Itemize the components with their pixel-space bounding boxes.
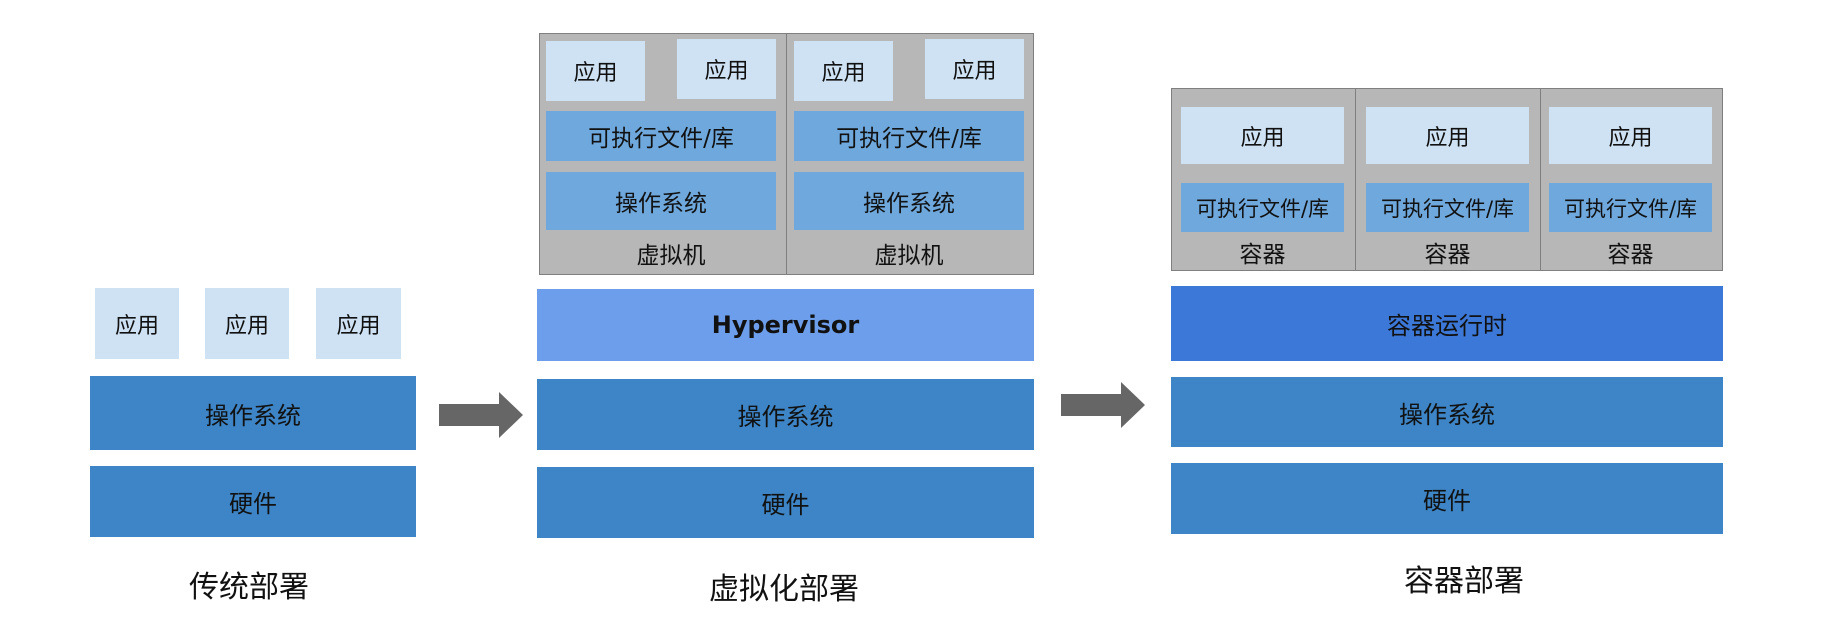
hardware-layer: 硬件 — [1171, 463, 1723, 534]
arrow-shape — [439, 392, 523, 438]
container-divider — [1355, 88, 1356, 271]
vm-divider — [786, 33, 787, 275]
app-box: 应用 — [794, 41, 893, 101]
os-layer: 操作系统 — [537, 379, 1034, 450]
vm-label: 虚拟机 — [636, 243, 706, 269]
traditional-title: 传统部署 — [189, 570, 309, 605]
hypervisor-layer: Hypervisor — [537, 289, 1034, 361]
binaries-libraries: 可执行文件/库 — [1366, 183, 1529, 232]
container-runtime-layer: 容器运行时 — [1171, 286, 1723, 361]
binaries-libraries: 可执行文件/库 — [1549, 183, 1712, 232]
binaries-libraries: 可执行文件/库 — [546, 111, 776, 161]
arrow-right-icon — [439, 392, 523, 438]
arrow-shape — [1061, 382, 1145, 428]
app-box: 应用 — [95, 288, 179, 359]
container-label: 容器 — [1239, 242, 1286, 268]
os-layer: 操作系统 — [90, 376, 416, 450]
app-box: 应用 — [1549, 107, 1712, 164]
container-label: 容器 — [1607, 242, 1654, 268]
guest-os: 操作系统 — [794, 172, 1024, 230]
virtualization-title: 虚拟化部署 — [709, 572, 859, 607]
app-box: 应用 — [1366, 107, 1529, 164]
vm-label: 虚拟机 — [874, 243, 944, 269]
arrow-right-icon — [1061, 382, 1145, 428]
app-box: 应用 — [925, 39, 1024, 99]
guest-os: 操作系统 — [546, 172, 776, 230]
app-box: 应用 — [1181, 107, 1344, 164]
app-box: 应用 — [546, 41, 645, 101]
app-box: 应用 — [677, 39, 776, 99]
container-title: 容器部署 — [1404, 564, 1524, 599]
hardware-layer: 硬件 — [537, 467, 1034, 538]
hardware-layer: 硬件 — [90, 466, 416, 537]
os-layer: 操作系统 — [1171, 377, 1723, 447]
app-box: 应用 — [205, 288, 289, 359]
binaries-libraries: 可执行文件/库 — [1181, 183, 1344, 232]
binaries-libraries: 可执行文件/库 — [794, 111, 1024, 161]
container-label: 容器 — [1424, 242, 1471, 268]
app-box: 应用 — [316, 288, 401, 359]
container-divider — [1540, 88, 1541, 271]
